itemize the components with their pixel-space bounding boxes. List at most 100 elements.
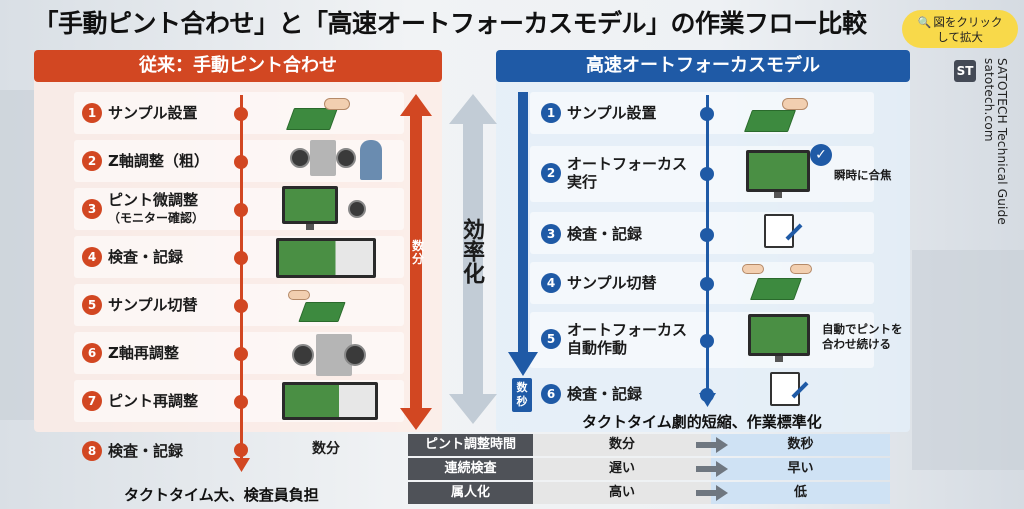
step-label: 検査・記録 (108, 248, 184, 266)
record-clipboard-icon (762, 212, 806, 252)
left-panel-header: 従来：手動ピント合わせ (34, 50, 442, 82)
left-step-1: 1 サンプル設置 (82, 103, 198, 123)
step-label: オートフォーカス自動作動 (567, 321, 687, 357)
row-header: 属人化 (408, 482, 533, 504)
step-number: 6 (541, 384, 561, 404)
auto-value: 低 (711, 482, 890, 504)
step-sublabel: （モニター確認） (108, 211, 205, 225)
right-duration-vertical: 数秒 (512, 378, 532, 412)
zoom-badge-line1: 図をクリック (933, 15, 1003, 29)
manual-value: 高い (533, 482, 711, 504)
right-flow-dot (700, 167, 714, 181)
left-step-8: 8 検査・記録 (82, 441, 183, 461)
right-panel-header: 高速オートフォーカスモデル (496, 50, 910, 82)
check-icon: ✓ (810, 144, 832, 166)
left-duration-arrow (400, 94, 432, 430)
background-shelf-left (0, 90, 34, 420)
step-label: Z軸再調整 (108, 344, 179, 362)
right-flow-dot (700, 228, 714, 242)
right-caption: タクトタイム劇的短縮、作業標準化 (582, 413, 822, 431)
step-label: Z軸調整（粗） (108, 152, 209, 170)
left-step-2: 2 Z軸調整（粗） (82, 151, 209, 171)
right-flow-dot (700, 277, 714, 291)
step-number: 1 (82, 103, 102, 123)
magnifier-icon: 🔍 (917, 16, 932, 29)
right-step-1: 1 サンプル設置 (541, 103, 657, 123)
right-step-3: 3 検査・記録 (541, 224, 642, 244)
step-label: サンプル切替 (108, 296, 198, 314)
step-label: オートフォーカス実行 (567, 155, 687, 191)
auto-operation-monitor-illustration (726, 312, 822, 366)
step-label: サンプル設置 (567, 104, 657, 122)
zoom-badge[interactable]: 🔍図をクリック して拡大 (902, 10, 1018, 48)
right-flow-line (706, 95, 709, 395)
brand: ST SATOTECH Technical Guide satotech.com (952, 58, 1009, 248)
auto-value: 数秒 (711, 434, 890, 456)
monitor-knob-illustration (282, 184, 382, 234)
step-number: 4 (82, 247, 102, 267)
left-flow-arrowhead (233, 458, 250, 472)
left-duration-bottom: 数分 (312, 441, 340, 457)
left-flow-dot (234, 395, 248, 409)
left-step-4: 4 検査・記録 (82, 247, 183, 267)
table-row: 属人化 高い 低 (408, 482, 890, 504)
background-shelf-right (912, 250, 1024, 470)
autofocus-monitor-illustration: ✓ (724, 144, 834, 200)
right-step-5: 5 オートフォーカス自動作動 (541, 321, 687, 357)
right-step-2: 2 オートフォーカス実行 (541, 155, 687, 191)
step-label-main: ピント微調整 (108, 191, 199, 209)
step-label: ピント再調整 (108, 392, 199, 410)
left-flow-line (240, 95, 243, 460)
table-row: ピント調整時間 数分 数秒 (408, 434, 890, 456)
sample-pcb-hand-illustration (742, 96, 812, 136)
continuous-focus-line1: 自動でピントを (822, 322, 903, 336)
step-number: 5 (82, 295, 102, 315)
brand-line2: satotech.com (982, 58, 996, 142)
left-flow-dot (234, 443, 248, 457)
step-label: サンプル切替 (567, 274, 657, 292)
table-arrows (696, 437, 728, 501)
table-row: 連続検査 遅い 早い (408, 458, 890, 480)
step-sublabel: 自動作動 (567, 339, 628, 357)
left-flow-dot (234, 347, 248, 361)
step-number: 3 (541, 224, 561, 244)
left-flow-dot (234, 251, 248, 265)
step-label: 検査・記録 (108, 442, 184, 460)
inspection-screen-illustration (276, 236, 376, 280)
right-flow-dot (700, 107, 714, 121)
step-sublabel: 実行 (567, 173, 598, 191)
right-step-6: 6 検査・記録 (541, 384, 642, 404)
continuous-focus-note: 自動でピントを 合わせ続ける (822, 322, 903, 352)
efficiency-label: 効率化 (459, 218, 484, 284)
auto-value: 早い (711, 458, 890, 480)
step-number: 2 (82, 151, 102, 171)
refocus-screen-illustration (282, 382, 378, 422)
continuous-focus-line2: 合わせ続ける (822, 337, 891, 351)
zoom-badge-line2: して拡大 (937, 30, 983, 44)
step-number: 1 (541, 103, 561, 123)
step-label-main: オートフォーカス (567, 155, 688, 173)
left-step-6: 6 Z軸再調整 (82, 343, 179, 363)
left-step-7: 7 ピント再調整 (82, 391, 198, 411)
step-number: 2 (541, 163, 561, 183)
left-flow-dot (234, 203, 248, 217)
record-clipboard-icon (768, 370, 814, 410)
step-label: ピント微調整 （モニター確認） (108, 191, 204, 227)
step-number: 5 (541, 329, 561, 349)
row-header: 連続検査 (408, 458, 533, 480)
z-axis-readjust-illustration (274, 332, 384, 378)
manual-value: 遅い (533, 458, 711, 480)
step-label: サンプル設置 (108, 104, 198, 122)
right-step-4: 4 サンプル切替 (541, 273, 657, 293)
step-number: 4 (541, 273, 561, 293)
step-label-main: オートフォーカス (567, 321, 688, 339)
step-label: 検査・記録 (567, 225, 643, 243)
right-duration-arrow (508, 92, 538, 376)
left-flow-dot (234, 155, 248, 169)
right-flow-dot (700, 388, 714, 402)
page-title: 「手動ピント合わせ」と「高速オートフォーカスモデル」の作業フロー比較 (33, 9, 867, 38)
row-header: ピント調整時間 (408, 434, 533, 456)
efficiency-arrow (449, 94, 497, 424)
step-number: 3 (82, 199, 102, 219)
right-flow-dot (700, 334, 714, 348)
